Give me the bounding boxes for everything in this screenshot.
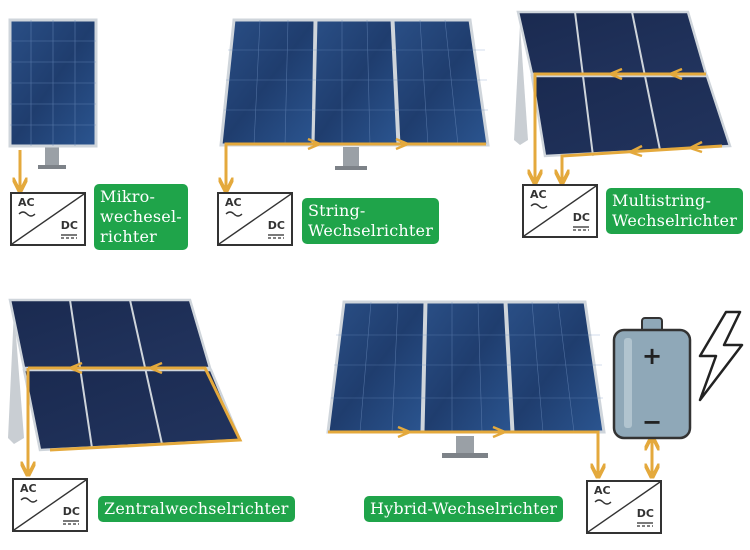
label-micro-inverter: Mikro- wechesel- richter <box>94 184 188 250</box>
battery-minus-sign: − <box>642 408 662 436</box>
solar-panel <box>219 18 317 147</box>
cable-arrow <box>328 430 598 474</box>
central-system <box>8 298 243 472</box>
sine-wave-icon <box>225 211 243 217</box>
ac-label: AC <box>18 196 35 209</box>
dc-label: DC <box>572 211 590 224</box>
pole <box>45 145 59 167</box>
solar-panel <box>326 300 427 434</box>
label-string-inverter: String- Wechselrichter <box>302 198 440 244</box>
dc-line-icon <box>63 520 79 525</box>
label-line: Wechselrichter <box>612 211 738 230</box>
sine-wave-icon <box>18 211 36 217</box>
string-inverter: AC DC <box>217 192 293 246</box>
label-line: wechesel- <box>100 207 182 226</box>
label-line: Wechselrichter <box>308 221 434 240</box>
battery-plus-sign: + <box>642 342 662 370</box>
dc-line-icon <box>637 522 653 527</box>
micro-system <box>8 18 98 188</box>
label-line: richter <box>100 227 157 246</box>
label-hybrid-inverter: Hybrid-Wechselrichter <box>364 496 564 522</box>
mount-frame <box>8 310 24 444</box>
label-line: Mikro- <box>100 187 156 206</box>
ac-label: AC <box>225 196 242 209</box>
pole <box>343 147 359 169</box>
dc-label: DC <box>267 219 285 232</box>
solar-array-top <box>516 10 708 76</box>
dc-label: DC <box>636 507 654 520</box>
cable-arrow <box>28 366 243 452</box>
ac-label: AC <box>594 484 611 497</box>
sine-wave-icon <box>20 497 38 503</box>
solar-array-bottom <box>530 74 732 158</box>
solar-array-top <box>8 298 212 370</box>
pole-base <box>335 166 367 170</box>
label-line: String- <box>308 201 366 220</box>
lightning-icon <box>698 310 744 402</box>
central-inverter: AC DC <box>12 478 88 532</box>
dc-line-icon <box>573 226 589 231</box>
pole-base <box>442 453 488 458</box>
multistring-inverter: AC DC <box>522 184 598 238</box>
solar-array-bottom <box>22 368 242 452</box>
label-central-inverter: Zentralwechselrichter <box>98 496 295 522</box>
solar-panel <box>421 300 514 434</box>
battery-icon <box>612 317 692 440</box>
cable-arrow <box>535 72 706 180</box>
dc-label: DC <box>62 505 80 518</box>
cable-arrow <box>562 144 723 180</box>
label-line: Zentralwechselrichter <box>104 499 289 518</box>
hybrid-inverter: AC DC <box>586 480 662 534</box>
sine-wave-icon <box>594 499 612 505</box>
mount-frame <box>514 25 528 145</box>
ac-label: AC <box>530 188 547 201</box>
dc-line-icon <box>268 234 284 239</box>
micro-inverter: AC DC <box>10 192 86 246</box>
solar-panel <box>504 300 606 434</box>
ac-label: AC <box>20 482 37 495</box>
string-system <box>219 18 490 188</box>
dc-label: DC <box>60 219 78 232</box>
solar-panel <box>391 18 490 147</box>
sine-wave-icon <box>530 203 548 209</box>
pole-base <box>38 165 66 169</box>
cable-arrow <box>226 142 486 188</box>
multistring-system <box>514 10 732 180</box>
label-line: Hybrid-Wechselrichter <box>370 499 558 518</box>
solar-panel <box>311 18 400 147</box>
dc-line-icon <box>61 234 77 239</box>
pole <box>456 436 474 456</box>
label-multistring-inverter: Multistring- Wechselrichter <box>606 188 744 234</box>
hybrid-system: + − <box>326 300 744 474</box>
label-line: Multistring- <box>612 191 712 210</box>
